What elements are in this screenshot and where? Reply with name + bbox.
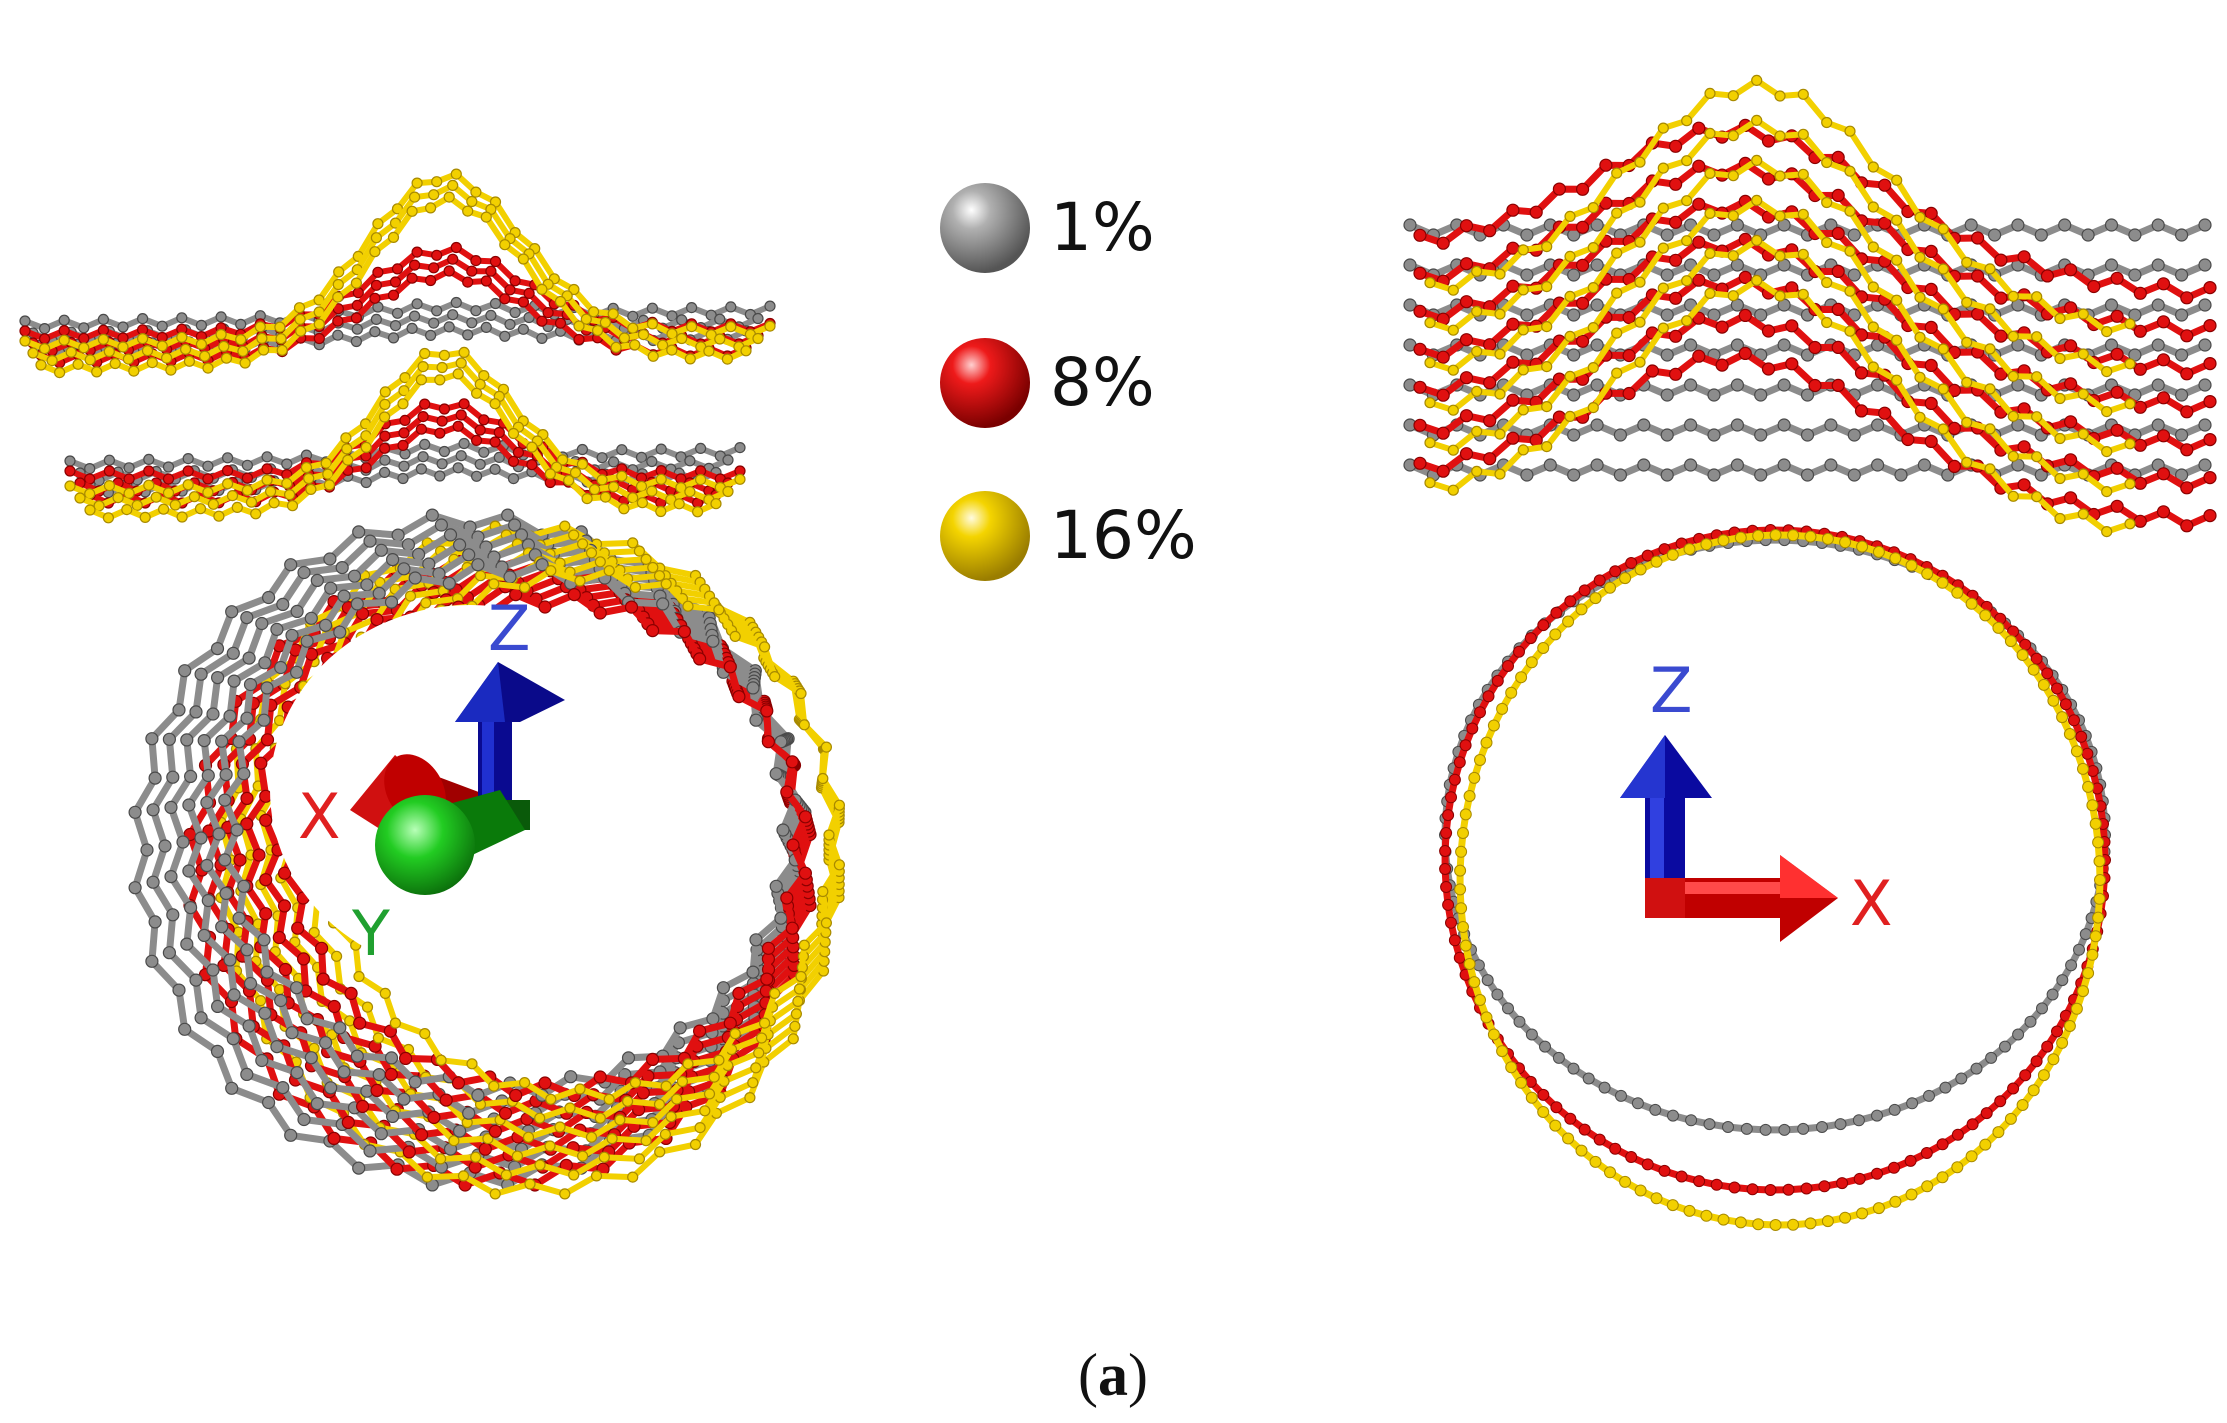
caption-open-paren: (: [1078, 1342, 1098, 1408]
legend-label-1: 1%: [1050, 189, 1155, 266]
legend-yellow-sphere-icon: [940, 491, 1030, 581]
right-yellow-chain: [1424, 234, 2136, 498]
right-yellow-chain: [1424, 194, 2136, 458]
strain-legend: 1% 8% 16%: [940, 183, 1197, 581]
upper-wave-chain: [19, 168, 776, 355]
right-axis-triad: Z X: [1620, 654, 1892, 942]
figure-caption: (a): [1078, 1342, 1148, 1408]
right-yellow-chain: [1424, 114, 2136, 378]
right-yellow-chain: [1424, 154, 2136, 418]
lower-wave-chain: [64, 346, 746, 500]
left-axis-x-label: X: [298, 780, 340, 853]
left-axis-triad: X Y Z: [298, 592, 565, 970]
legend-item-8: 8%: [940, 338, 1155, 428]
right-top-wave-sheets: [1403, 74, 2217, 538]
right-axis-z-label: Z: [1650, 654, 1692, 727]
legend-label-8: 8%: [1050, 344, 1155, 421]
legend-red-sphere-icon: [940, 338, 1030, 428]
left-axis-y-label: Y: [351, 897, 390, 970]
right-yellow-chain: [1424, 74, 2136, 338]
lower-wave-chain: [84, 368, 722, 524]
left-axis-z-label: Z: [488, 592, 530, 665]
legend-gray-sphere-icon: [940, 183, 1030, 273]
left-tube-cross-section: [128, 508, 846, 1200]
right-z-axis-arrow: [1620, 735, 1712, 905]
legend-item-16: 16%: [940, 491, 1197, 581]
legend-label-16: 16%: [1050, 497, 1197, 574]
right-red-chain: [1413, 308, 2217, 495]
right-red-chain: [1413, 232, 2217, 419]
left-top-wave-sheets: [19, 168, 776, 524]
cross-section-ring: [1454, 529, 2106, 1231]
upper-wave-chain: [19, 296, 776, 335]
upper-wave-chain: [27, 179, 764, 367]
legend-item-1: 1%: [940, 183, 1155, 273]
caption-letter: a: [1098, 1342, 1128, 1408]
right-ring-cross-sections: [1439, 524, 2111, 1231]
caption-close-paren: ): [1128, 1342, 1148, 1408]
right-yellow-chain: [1424, 274, 2136, 538]
right-axis-x-label: X: [1850, 867, 1892, 940]
cross-section-ring: [1439, 524, 2111, 1196]
upper-wave-chain: [35, 191, 752, 379]
left-view-structure: X Y Z: [19, 168, 846, 1200]
y-axis-arrow: [375, 790, 525, 895]
right-view-structure: Z X: [1403, 74, 2217, 1231]
right-red-chain: [1413, 194, 2217, 381]
